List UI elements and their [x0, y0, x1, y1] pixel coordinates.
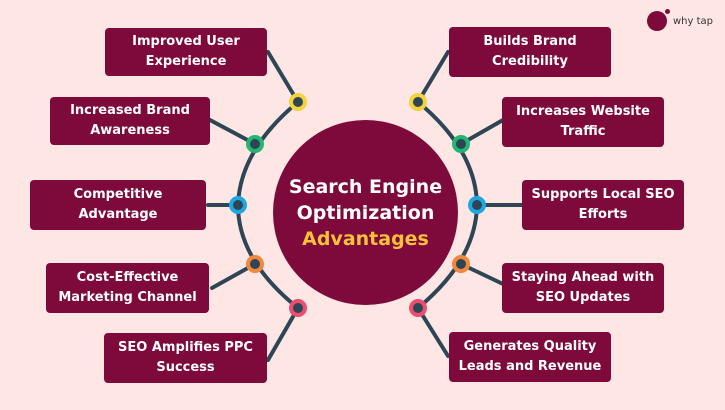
item-supports-local-seo: Supports Local SEO Efforts	[522, 180, 684, 230]
brand-name: why tap	[673, 15, 714, 27]
item-increased-brand-awareness: Increased Brand Awareness	[50, 97, 210, 145]
item-generates-quality-leads: Generates Quality Leads and Revenue	[449, 332, 611, 382]
node-yellow-left	[289, 93, 307, 111]
brand-logo: why tap	[647, 9, 714, 31]
center-circle: Search Engine Optimization Advantages	[273, 120, 458, 305]
center-title-line1: Search Engine	[288, 175, 443, 198]
center-title-line3: Advantages	[302, 227, 429, 250]
item-seo-amplifies-ppc: SEO Amplifies PPC Success	[104, 333, 267, 383]
item-improved-user-experience: Improved User Experience	[105, 28, 267, 76]
item-builds-brand-credibility: Builds Brand Credibility	[449, 27, 611, 77]
whytap-logo-icon	[647, 9, 670, 31]
item-cost-effective-marketing: Cost-Effective Marketing Channel	[46, 263, 209, 313]
item-staying-ahead-seo-updates: Staying Ahead with SEO Updates	[502, 263, 664, 313]
item-increases-website-traffic: Increases Website Traffic	[502, 97, 664, 147]
item-competitive-advantage: Competitive Advantage	[30, 180, 206, 230]
center-title-line2: Optimization	[296, 201, 435, 224]
